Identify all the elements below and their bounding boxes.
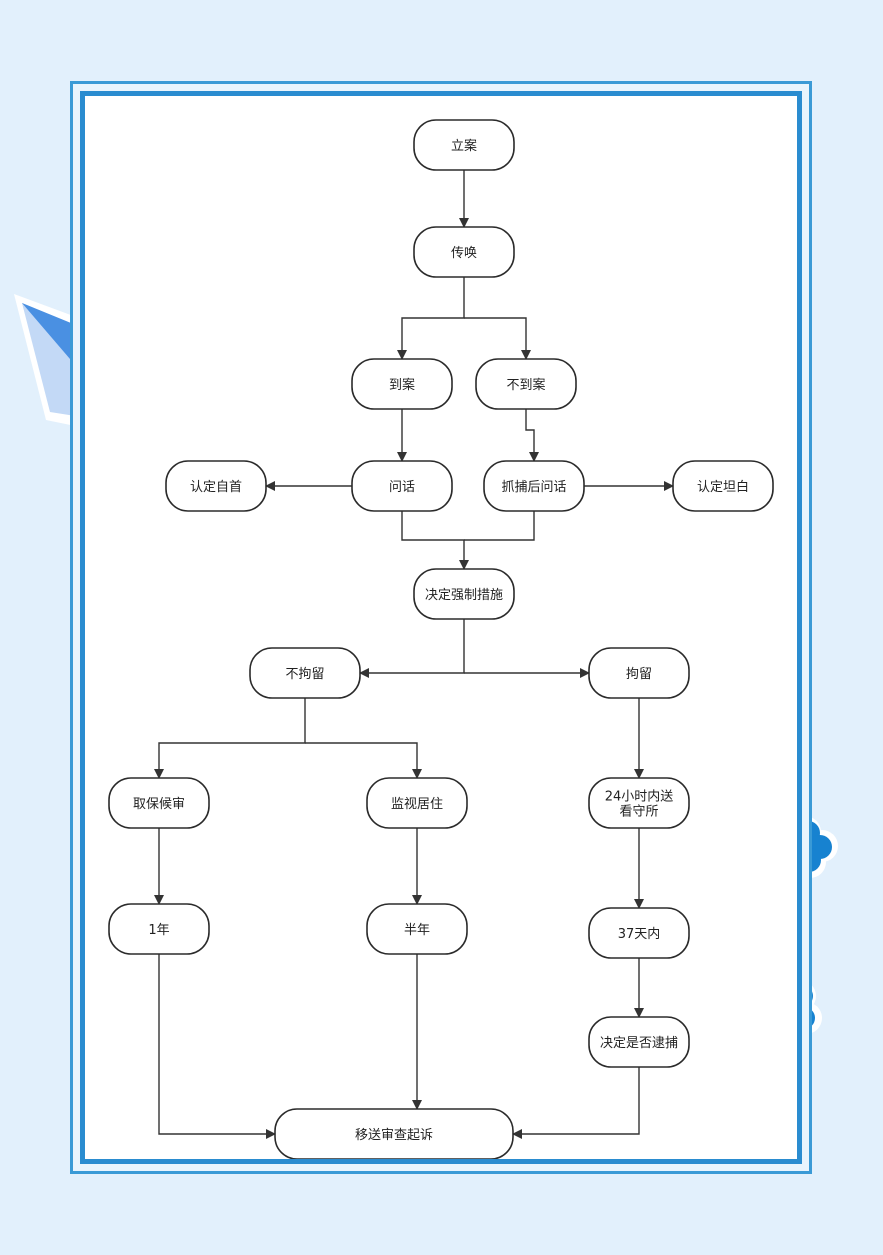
node-shape: [249, 647, 361, 699]
connector-arrow: [464, 511, 535, 541]
node-rending-tanbai: 认定坦白: [672, 460, 774, 512]
node-ban-nian: 半年: [366, 903, 468, 955]
connector-arrow: [305, 742, 422, 779]
node-shape: [366, 903, 468, 955]
node-shape: [108, 903, 210, 955]
node-label: 半年: [404, 923, 430, 938]
node-label: 拘留: [626, 667, 652, 682]
node-shape: [413, 226, 515, 278]
node-songkan: 24小时内送看守所: [588, 777, 690, 829]
node-label: 认定坦白: [697, 479, 749, 495]
node-shape: [165, 460, 267, 512]
node-sanshiqi-tian: 37天内: [588, 907, 690, 959]
node-label: 不拘留: [285, 667, 324, 682]
node-shape: [351, 460, 453, 512]
node-label: 37天内: [618, 926, 661, 942]
node-yisong-shencha: 移送审查起诉: [274, 1108, 514, 1159]
node-label: 决定强制措施: [425, 588, 503, 603]
node-label: 决定是否逮捕: [600, 1035, 678, 1051]
node-label: 取保候审: [133, 797, 185, 812]
node-label: 不到案: [506, 378, 545, 393]
node-jianshi-juzhu: 监视居住: [366, 777, 468, 829]
node-chuan-huan: 传唤: [413, 226, 515, 278]
connector-arrow: [401, 511, 469, 570]
node-shape: [108, 777, 210, 829]
node-shape: [588, 647, 690, 699]
connector-arrow: [154, 698, 306, 779]
connector-arrow: [359, 619, 465, 678]
connector-arrow: [464, 317, 531, 360]
node-label: 24小时内送看守所: [605, 789, 674, 820]
node-label: 认定自首: [190, 480, 242, 495]
node-yi-nian: 1年: [108, 903, 210, 955]
node-qubao-houshen: 取保候审: [108, 777, 210, 829]
node-label: 立案: [451, 139, 477, 154]
node-shape: [475, 358, 577, 410]
node-label: 问话: [389, 480, 415, 495]
node-li-an: 立案: [413, 119, 515, 171]
node-label: 传唤: [451, 246, 477, 261]
node-label: 移送审查起诉: [355, 1128, 433, 1143]
node-rending-zishou: 认定自首: [165, 460, 267, 512]
page-frame: [80, 91, 802, 1164]
node-shape: [588, 777, 690, 829]
node-juliu: 拘留: [588, 647, 690, 699]
node-label: 1年: [148, 923, 169, 938]
node-jueding-qiangzhi: 决定强制措施: [413, 568, 515, 620]
node-shape: [274, 1108, 514, 1159]
node-jueding-daibu: 决定是否逮捕: [588, 1016, 690, 1068]
node-shape: [588, 907, 690, 959]
node-shape: [351, 358, 453, 410]
connector-arrow: [525, 409, 539, 462]
node-label: 抓捕后问话: [501, 479, 566, 495]
connector-arrow: [397, 277, 465, 360]
node-shape: [672, 460, 774, 512]
node-bu-juliu: 不拘留: [249, 647, 361, 699]
node-shape: [483, 460, 585, 512]
node-shape: [588, 1016, 690, 1068]
connector-arrow: [512, 1067, 640, 1139]
node-bu-dao-an: 不到案: [475, 358, 577, 410]
node-shape: [413, 119, 515, 171]
node-shape: [413, 568, 515, 620]
node-wen-hua: 问话: [351, 460, 453, 512]
connector-arrow: [158, 954, 276, 1139]
node-dao-an: 到案: [351, 358, 453, 410]
node-label: 到案: [389, 378, 415, 393]
flowchart-edges: [154, 170, 674, 1139]
node-daibu-houwenhua: 抓捕后问话: [483, 460, 585, 512]
node-shape: [366, 777, 468, 829]
node-label: 监视居住: [391, 797, 443, 812]
